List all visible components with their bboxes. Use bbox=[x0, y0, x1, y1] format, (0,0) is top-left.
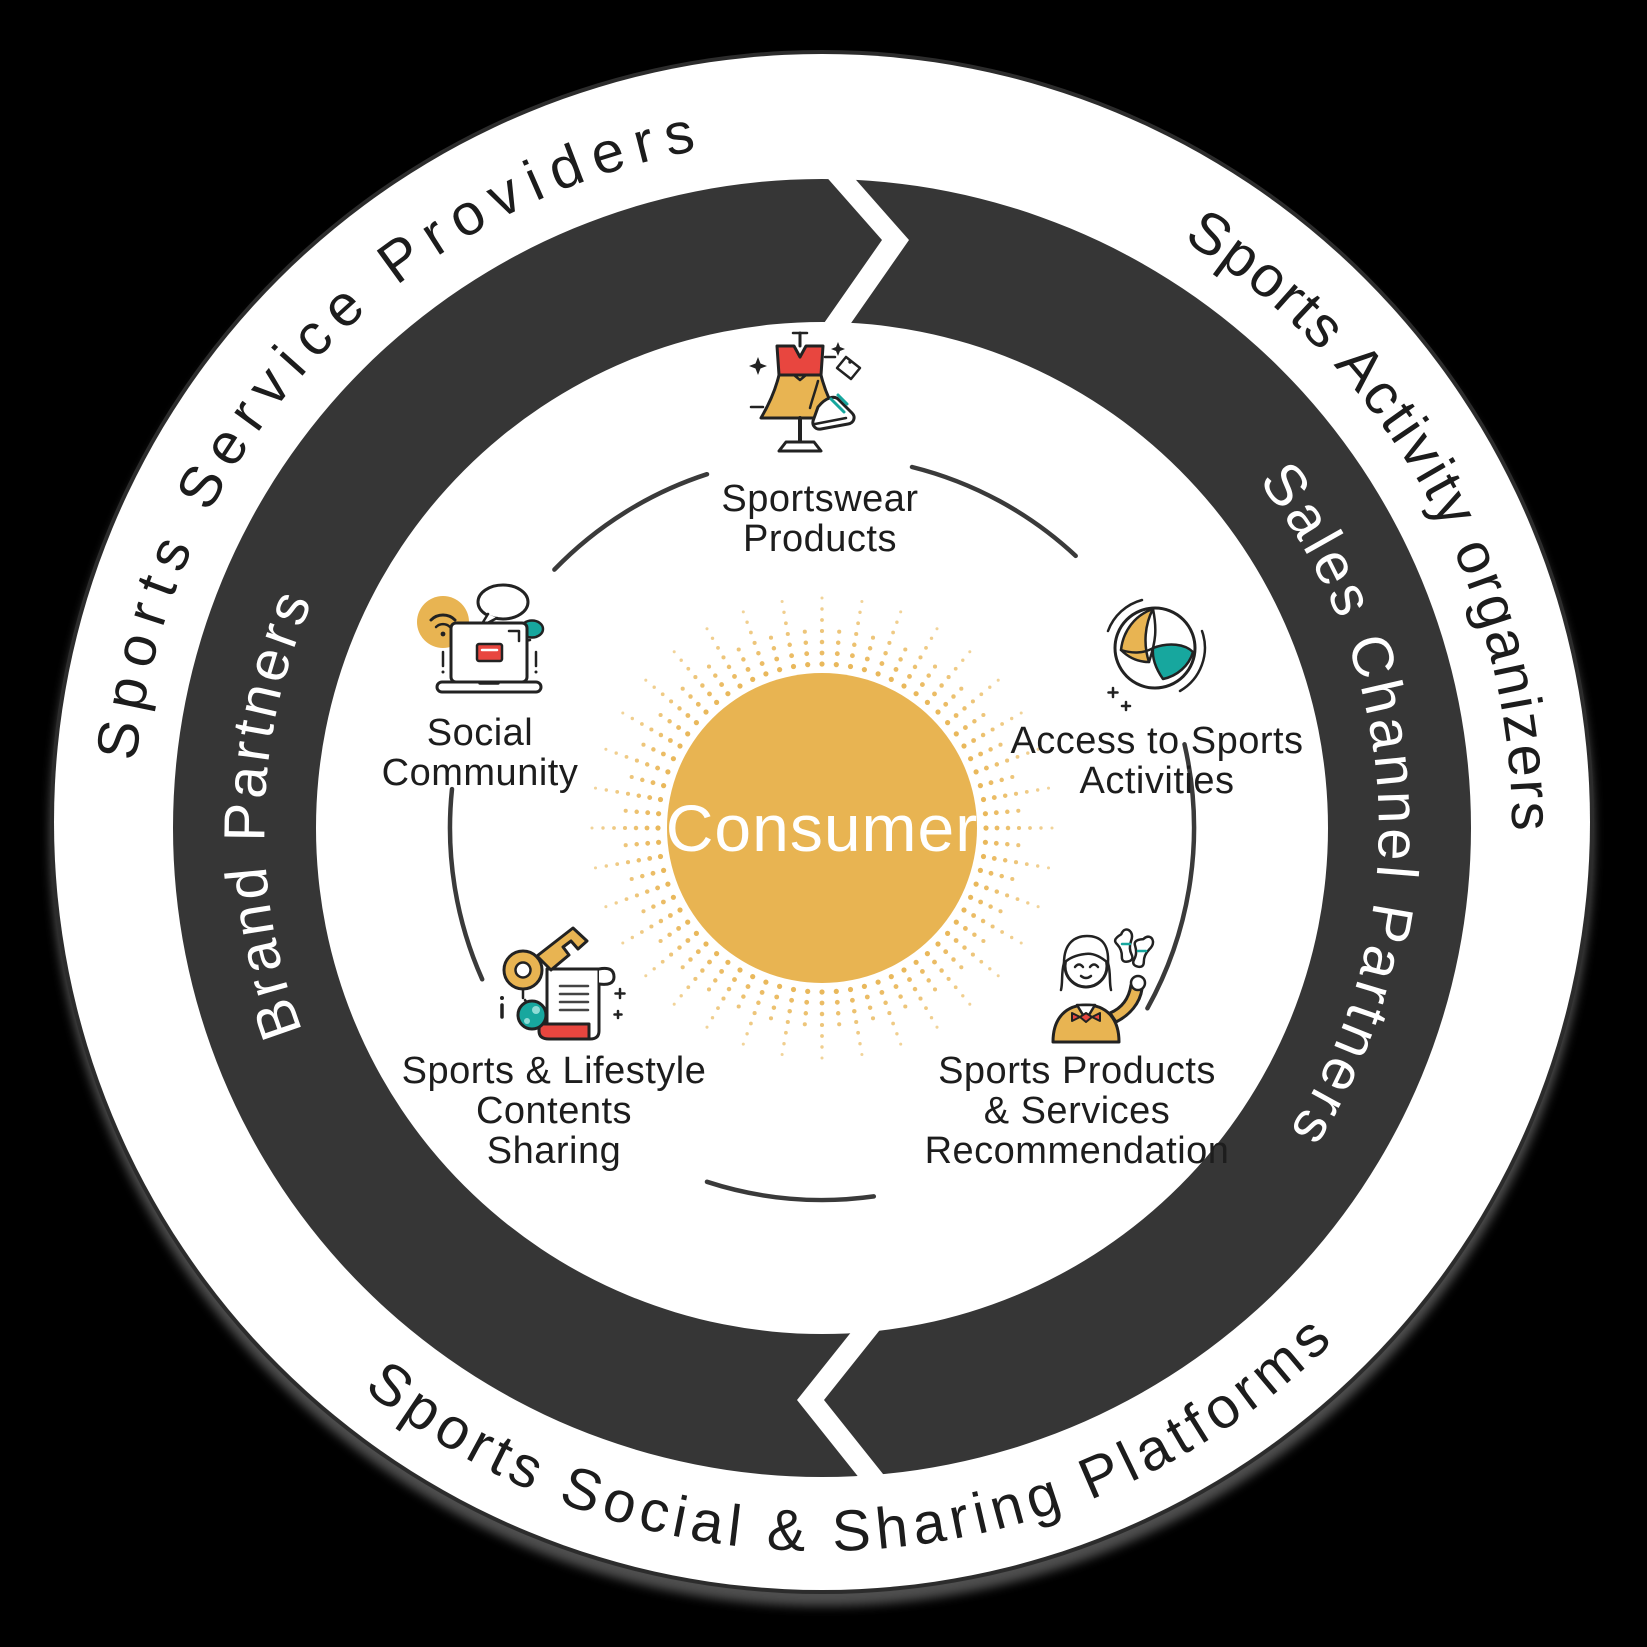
dress-and-sneaker-icon bbox=[725, 330, 875, 460]
label-access-to-sports-activities: Access to Sports Activities bbox=[1010, 720, 1304, 802]
clockwise-arrow-notch-top bbox=[815, 164, 909, 336]
label-sports-lifestyle-contents-sharing: Sports & Lifestyle Contents Sharing bbox=[401, 1050, 707, 1172]
volleyball-icon bbox=[1083, 584, 1233, 739]
label-social-community: Social Community bbox=[381, 712, 579, 794]
inner-broken-circle bbox=[447, 464, 1197, 1203]
advisor-with-bowling-pins-icon bbox=[1011, 925, 1161, 1065]
consumer-circle bbox=[667, 673, 977, 983]
key-and-scroll-icon bbox=[485, 921, 635, 1061]
label-sportswear-products: Sportswear Products bbox=[721, 478, 919, 560]
label-sports-products-services-recommendation: Sports Products & Services Recommendatio… bbox=[924, 1050, 1230, 1172]
consumer-label: Consumer bbox=[666, 791, 978, 865]
clockwise-arrow-notch-bottom bbox=[797, 1316, 891, 1484]
laptop-chat-icon bbox=[403, 580, 553, 715]
sunburst-dots bbox=[590, 596, 1054, 1060]
